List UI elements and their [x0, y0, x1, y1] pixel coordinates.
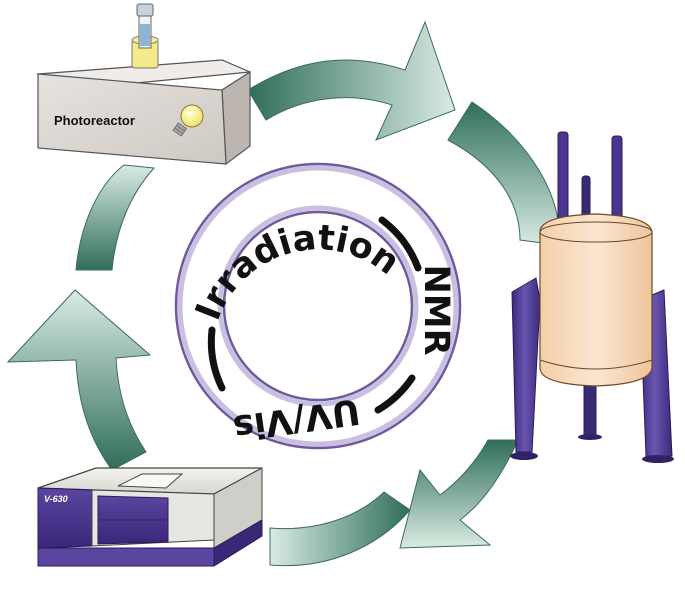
arrow-right-lower [399, 439, 519, 549]
light-bulb-icon [172, 104, 204, 137]
arrow-left-upper [75, 164, 156, 271]
nmr-magnet [510, 131, 674, 463]
arrow-right [447, 101, 560, 246]
arrow-left [6, 289, 152, 471]
arrow-top [247, 20, 456, 141]
spectrometer-model-label: V-630 [44, 494, 68, 504]
ring-label-nmr: NMR [416, 264, 456, 355]
spectrometer: V-630 [37, 467, 263, 567]
photoreactor: Photoreactor [36, 3, 251, 166]
ring-separator-2 [374, 374, 416, 414]
center-ring [174, 162, 462, 450]
cycle-arrows [6, 20, 560, 567]
photoreactor-label: Photoreactor [54, 113, 135, 128]
arrow-bottom [269, 491, 411, 567]
ring-separator-1 [378, 216, 422, 272]
ring-label-irradiation: Irradiation [188, 218, 406, 326]
ring-separator-3 [207, 326, 226, 392]
ring-label-uvvis: UV/Vis [231, 390, 363, 447]
